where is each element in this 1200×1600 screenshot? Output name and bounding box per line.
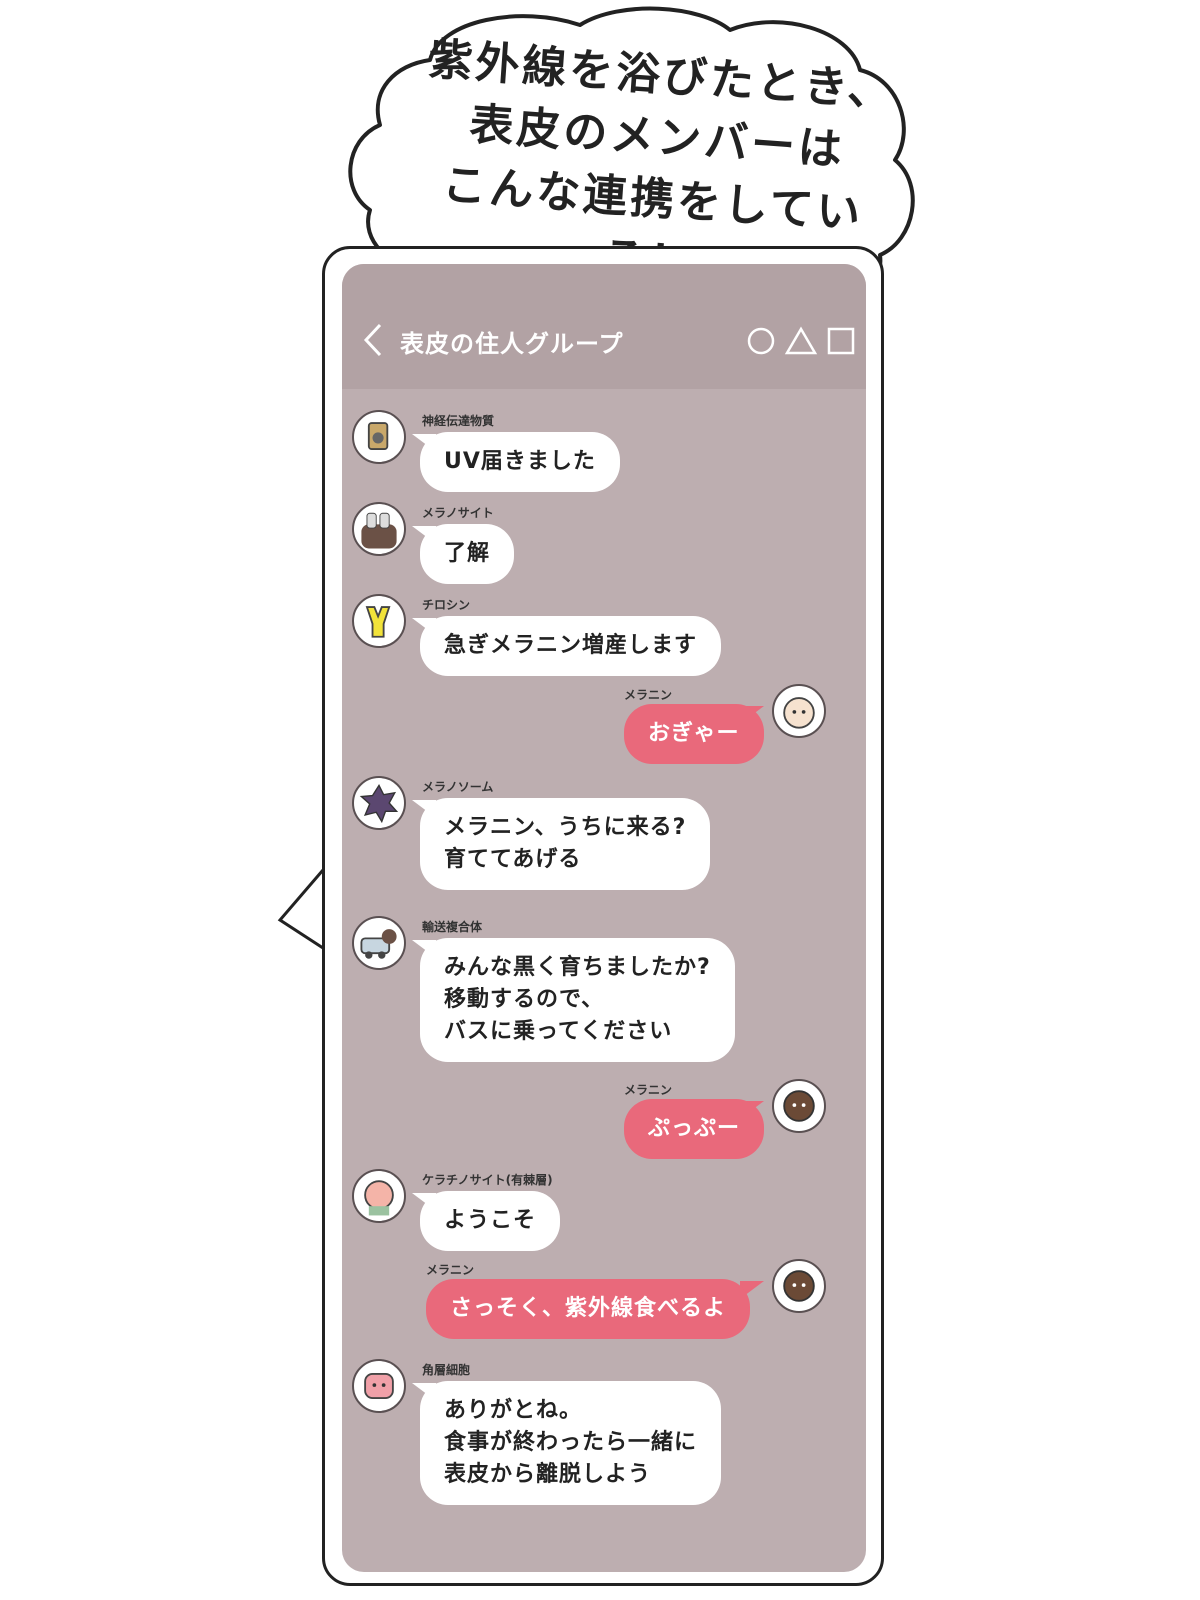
- avatar-melanocyte: [352, 502, 406, 556]
- message-bubble[interactable]: おぎゃー: [624, 704, 764, 764]
- avatar-neurotransmitter: [352, 410, 406, 464]
- group-title: 表皮の住人グループ: [400, 330, 624, 358]
- square-icon[interactable]: [827, 327, 855, 355]
- sender-name: 神経伝達物質: [422, 414, 495, 428]
- avatar-keratinocyte: [352, 1169, 406, 1223]
- sender-name: メラニン: [426, 1263, 475, 1277]
- avatar-melanin-dark: [772, 1079, 826, 1133]
- circle-icon[interactable]: [747, 327, 775, 355]
- message-bubble[interactable]: 急ぎメラニン増産します: [420, 616, 722, 676]
- sender-name: メラノソーム: [422, 780, 494, 794]
- sender-name: ケラチノサイト(有棘層): [422, 1173, 553, 1187]
- chevron-left-icon[interactable]: [362, 322, 384, 358]
- sender-name: チロシン: [422, 598, 471, 612]
- message-bubble[interactable]: メラニン、うちに来る? 育ててあげる: [420, 798, 711, 890]
- message-bubble[interactable]: ぷっぷー: [624, 1099, 765, 1159]
- phone-side-pointer: [277, 869, 325, 950]
- sender-name: メラノサイト: [422, 506, 494, 520]
- avatar-transport-complex: [352, 916, 406, 970]
- sender-name: 輸送複合体: [422, 920, 483, 934]
- avatar-melanin-dark: [772, 1259, 826, 1313]
- avatar-corneocyte: [352, 1359, 406, 1413]
- message-bubble[interactable]: UV届きました: [420, 432, 620, 492]
- message-bubble[interactable]: ありがとね。 食事が終わったら一緒に 表皮から離脱しよう: [420, 1381, 722, 1505]
- avatar-melanin-baby: [772, 684, 826, 738]
- sender-name: メラニン: [624, 688, 673, 702]
- avatar-tyrosine: [352, 594, 406, 648]
- sender-name: メラニン: [624, 1083, 673, 1097]
- message-bubble[interactable]: みんな黒く育ちましたか? 移動するので、 バスに乗ってください: [420, 938, 735, 1062]
- avatar-melanosome: [352, 776, 406, 830]
- message-bubble[interactable]: ようこそ: [420, 1191, 561, 1251]
- chat-screen: 表皮の住人グループ 神経伝達物質 UV届きました メラノサイト 了解: [342, 264, 866, 1572]
- message-bubble[interactable]: さっそく、紫外線食べるよ: [426, 1279, 751, 1339]
- message-bubble[interactable]: 了解: [420, 524, 515, 584]
- triangle-icon[interactable]: [784, 326, 818, 355]
- chat-header: 表皮の住人グループ: [342, 264, 866, 389]
- header-icons: [747, 326, 855, 355]
- sender-name: 角層細胞: [422, 1363, 471, 1377]
